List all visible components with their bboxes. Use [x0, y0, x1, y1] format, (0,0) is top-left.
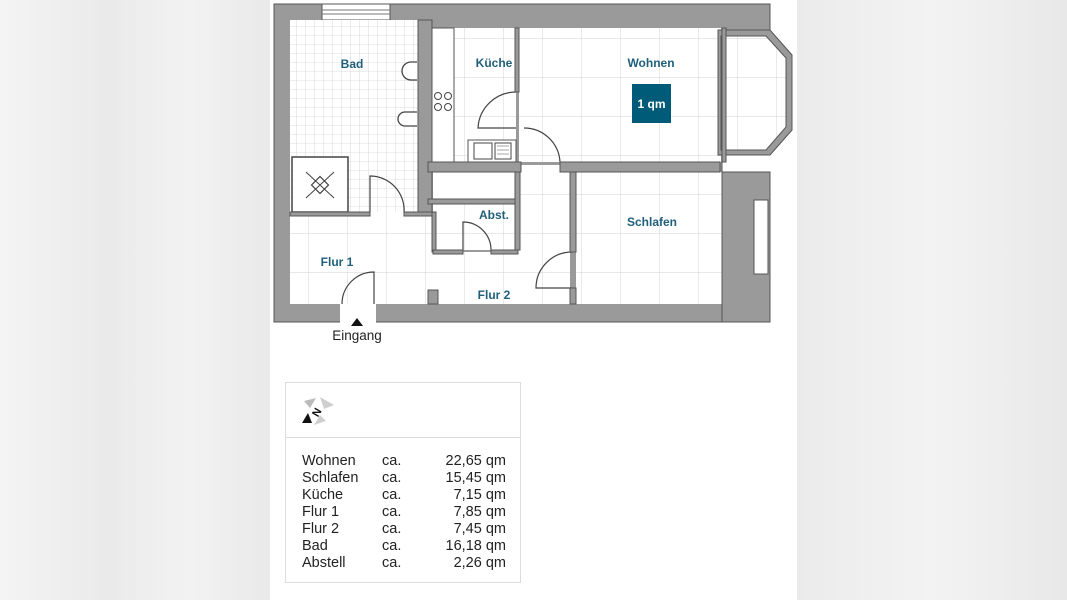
window-bad: [321, 3, 391, 21]
area-value: 15,45 qm: [445, 470, 506, 486]
area-name: Küche: [302, 487, 344, 503]
floor-plan: 1 qm Bad Küche Wohnen Abst. Schlafen Flu…: [273, 3, 793, 343]
scale-badge: [632, 84, 671, 123]
area-ca: ca.: [382, 453, 402, 469]
scale-badge-label: 1 qm: [637, 97, 665, 111]
compass-letter: N: [310, 406, 324, 419]
blurred-background-left: [0, 0, 270, 600]
area-row: Flur 1 ca. 7,85 qm: [302, 504, 506, 521]
sink-icon: [473, 142, 512, 160]
label-kueche: Küche: [476, 56, 513, 70]
label-schlafen: Schlafen: [627, 215, 677, 229]
label-flur1: Flur 1: [321, 255, 354, 269]
blurred-background-right: [797, 0, 1067, 600]
counter: [431, 27, 455, 163]
area-name: Abstell: [302, 555, 346, 571]
area-name: Wohnen: [302, 453, 356, 469]
area-ca: ca.: [382, 504, 402, 520]
entrance-arrow-icon: [351, 318, 363, 326]
label-flur2: Flur 2: [478, 288, 511, 302]
room-wohnen: [519, 28, 721, 162]
compass-icon: N: [302, 397, 334, 425]
area-row: Wohnen ca. 22,65 qm: [302, 453, 506, 470]
area-value: 7,85 qm: [453, 504, 506, 520]
area-ca: ca.: [382, 521, 402, 537]
label-wohnen: Wohnen: [627, 56, 674, 70]
area-name: Flur 1: [302, 504, 340, 520]
room-schlafen: [576, 172, 722, 304]
area-row: Abstell ca. 2,26 qm: [302, 555, 506, 572]
area-name: Schlafen: [302, 470, 359, 486]
area-value: 2,26 qm: [453, 555, 506, 571]
room-abst: [433, 204, 515, 250]
area-row: Küche ca. 7,15 qm: [302, 487, 506, 504]
area-value: 7,15 qm: [453, 487, 506, 503]
room-flur2: [435, 252, 570, 304]
area-ca: ca.: [382, 538, 402, 554]
area-value: 7,45 qm: [453, 521, 506, 537]
stove-icon: [434, 92, 452, 111]
legend-header: N: [286, 383, 520, 438]
area-ca: ca.: [382, 470, 402, 486]
area-name: Flur 2: [302, 521, 340, 537]
entrance-door: [341, 271, 375, 305]
area-value: 22,65 qm: [445, 453, 506, 469]
area-row: Flur 2 ca. 7,45 qm: [302, 521, 506, 538]
area-value: 16,18 qm: [445, 538, 506, 554]
area-row: Bad ca. 16,18 qm: [302, 538, 506, 555]
area-ca: ca.: [382, 487, 402, 503]
storage-closet: [433, 172, 515, 199]
entrance-label: Eingang: [332, 328, 382, 343]
area-ca: ca.: [382, 555, 402, 571]
area-name: Bad: [302, 538, 328, 554]
room-flur1: [290, 212, 435, 304]
label-abst: Abst.: [479, 208, 509, 222]
washbasin: [397, 111, 417, 127]
label-bad: Bad: [341, 57, 364, 71]
toilet: [401, 61, 417, 81]
area-row: Schlafen ca. 15,45 qm: [302, 470, 506, 487]
